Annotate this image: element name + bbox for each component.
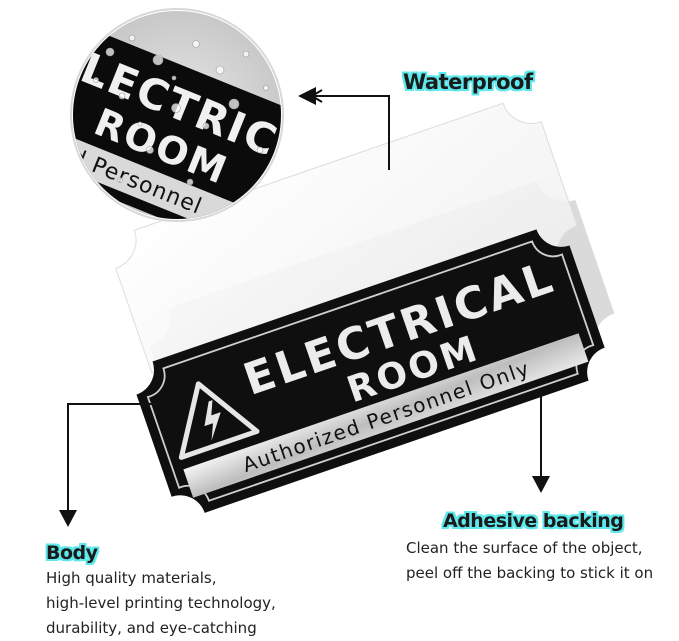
adhesive-line-1: Clean the surface of the object, (406, 539, 643, 557)
adhesive-line-2: peel off the backing to stick it on (406, 564, 654, 582)
body-arrow (67, 403, 162, 512)
lightning-warning-icon (178, 381, 260, 460)
adhesive-backing-description: Clean the surface of the object, peel of… (406, 536, 653, 586)
body-title: Body (46, 542, 98, 564)
waterproof-arrowhead (298, 87, 316, 105)
body-line-2: high-level printing technology, (46, 594, 276, 612)
waterproof-zoom-inset: ELECTRIC ROOM rized Personnel (70, 8, 284, 222)
adhesive-backing-title: Adhesive backing (443, 510, 624, 532)
body-line-1: High quality materials, (46, 569, 217, 587)
body-description: High quality materials, high-level print… (46, 566, 276, 641)
body-line-3: durability, and eye-catching (46, 619, 257, 637)
adhesive-arrowhead (532, 476, 550, 493)
water-droplets (93, 34, 269, 186)
electrical-room-sign: ELECTRICAL ROOM Authorized Personnel Onl… (136, 229, 605, 513)
waterproof-title: Waterproof (403, 70, 533, 94)
body-arrowhead (59, 510, 77, 527)
